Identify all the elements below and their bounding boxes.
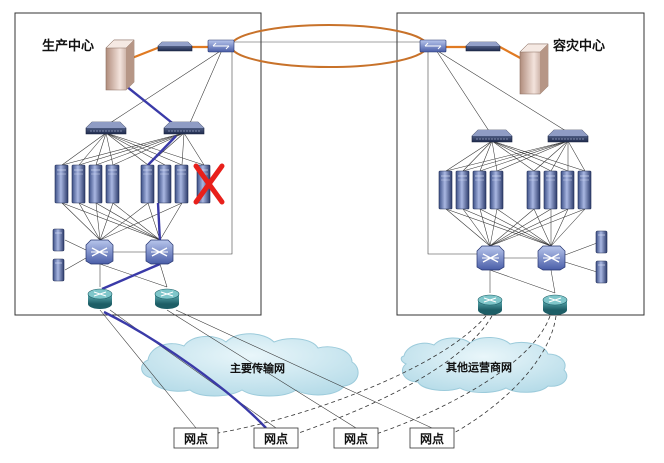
branch-node-label: 网点 bbox=[420, 431, 444, 446]
disaster-router-1 bbox=[477, 294, 503, 316]
branch-node-4: 网点 bbox=[409, 427, 455, 449]
backup-links bbox=[211, 315, 557, 437]
main-transport-cloud bbox=[141, 333, 359, 397]
production-site-box bbox=[14, 12, 262, 316]
branch-node-label: 网点 bbox=[344, 431, 368, 446]
production-core-switch-2 bbox=[145, 239, 174, 265]
production-router-2 bbox=[154, 288, 180, 310]
disaster-router-2 bbox=[542, 294, 568, 316]
disaster-core-switch-2 bbox=[537, 245, 566, 271]
disaster-disk-1 bbox=[595, 230, 608, 254]
active-path bbox=[101, 85, 267, 429]
disaster-site-box bbox=[396, 12, 645, 316]
production-edge-switch bbox=[157, 41, 193, 52]
failure-x-icon bbox=[193, 163, 225, 205]
disaster-core-router bbox=[419, 39, 447, 53]
main-transport-label: 主要传输网 bbox=[230, 361, 285, 375]
production-access-switch-1 bbox=[85, 121, 127, 135]
disaster-core-switch-1 bbox=[476, 245, 505, 271]
production-disk-2 bbox=[52, 258, 65, 282]
production-server-group-1 bbox=[54, 164, 120, 204]
other-carrier-label: 其他运营商网 bbox=[446, 360, 512, 374]
production-core-switch-1 bbox=[85, 239, 114, 265]
production-core-router bbox=[207, 39, 235, 53]
production-site-label: 生产中心 bbox=[42, 38, 94, 54]
disaster-server-group-1 bbox=[438, 170, 504, 210]
disaster-links bbox=[424, 46, 598, 294]
inter-site-ring bbox=[230, 24, 428, 68]
disaster-edge-switch bbox=[465, 41, 501, 52]
disaster-disk-2 bbox=[595, 260, 608, 284]
disaster-site-label: 容灾中心 bbox=[552, 38, 605, 54]
production-storage-array bbox=[105, 39, 135, 91]
production-access-switch-2 bbox=[163, 121, 205, 135]
production-router-1 bbox=[87, 288, 113, 310]
branch-node-3: 网点 bbox=[333, 427, 379, 449]
disaster-access-switch-1 bbox=[471, 129, 513, 143]
disaster-server-group-2 bbox=[526, 170, 592, 210]
production-disk-1 bbox=[52, 228, 65, 252]
branch-node-2: 网点 bbox=[253, 427, 299, 449]
branch-node-1: 网点 bbox=[173, 427, 219, 449]
branch-node-label: 网点 bbox=[184, 431, 208, 446]
disaster-access-switch-2 bbox=[547, 129, 589, 143]
disaster-storage-array bbox=[519, 43, 549, 95]
branch-node-label: 网点 bbox=[264, 431, 288, 446]
